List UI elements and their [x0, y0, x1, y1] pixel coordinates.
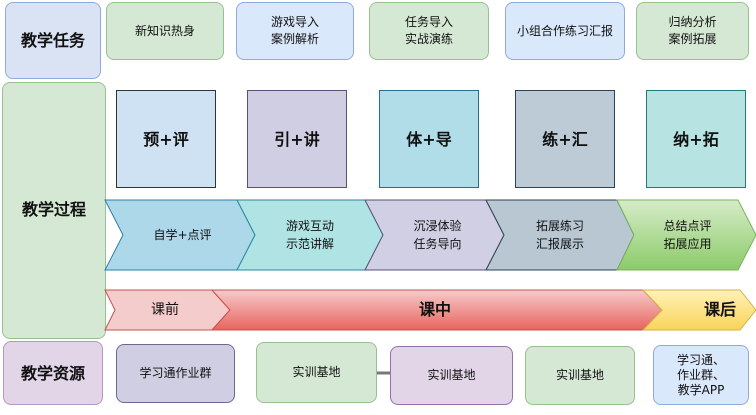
resource-box: 学习通作业群 [116, 344, 235, 403]
resource-box: 实训基地 [390, 346, 513, 405]
step-label: 沉浸体验 任务导向 [413, 219, 462, 251]
task-box: 游戏导入 案例解析 [236, 2, 354, 60]
row-label-task: 教学任务 [5, 2, 101, 79]
step-chevron [616, 199, 756, 271]
stage-card: 体+导 [379, 90, 479, 188]
task-box: 新知识热身 [106, 2, 224, 60]
phase-arrow-after [641, 289, 756, 331]
step-label: 游戏互动 示范讲解 [285, 219, 334, 251]
stage-card: 纳+拓 [646, 90, 746, 188]
process-label-text: 教学过程 [21, 200, 86, 219]
row-label-process: 教学过程 [2, 82, 106, 339]
stage-card: 练+汇 [515, 90, 615, 188]
step-label: 拓展练习 汇报展示 [535, 219, 584, 251]
resource-box: 实训基地 [525, 346, 635, 405]
resource-box: 学习通、 作业群、 教学APP [653, 345, 749, 405]
step-label: 自学+点评 [153, 228, 212, 242]
step-label: 总结点评 拓展应用 [663, 219, 712, 251]
phase-label-before: 课前 [151, 302, 179, 318]
stage-card: 引+讲 [247, 90, 347, 188]
resource-box: 实训基地 [256, 342, 377, 403]
task-box: 归纳分析 案例拓展 [636, 2, 749, 60]
row-label-resource: 教学资源 [3, 341, 103, 405]
stage-card: 预+评 [116, 90, 216, 188]
phase-label-after: 课后 [703, 300, 736, 319]
task-box: 任务导入 实战演练 [369, 2, 489, 60]
task-box: 小组合作练习汇报 [505, 2, 625, 60]
phase-label-during: 课中 [418, 300, 451, 319]
